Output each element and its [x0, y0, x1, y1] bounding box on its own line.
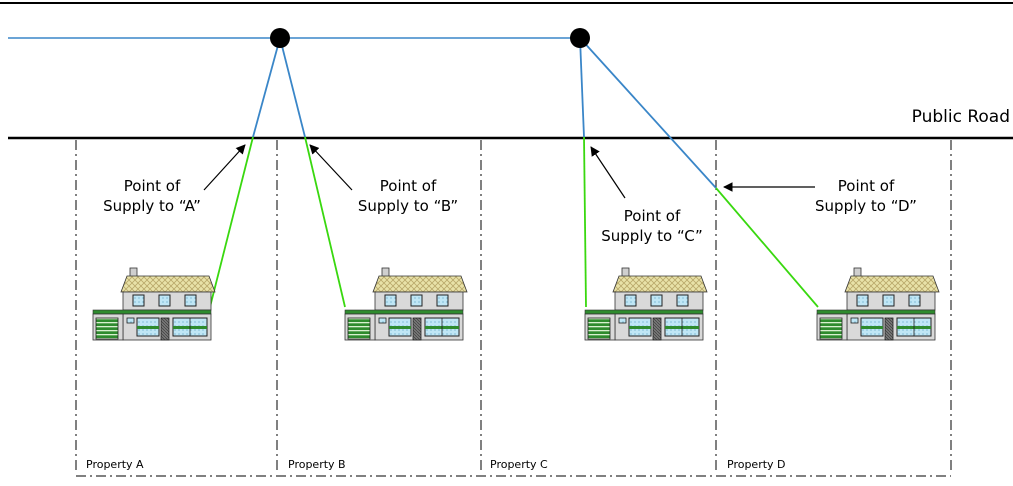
svg-text:Supply to “B”: Supply to “B”	[358, 197, 458, 215]
property-d-label: Property D	[727, 458, 786, 471]
svg-text:Supply to “A”: Supply to “A”	[103, 197, 201, 215]
house-a-icon	[92, 267, 216, 341]
supply-label-d: Point of Supply to “D”	[815, 177, 917, 215]
supply-arrows	[203, 144, 815, 199]
svg-text:Supply to “C”: Supply to “C”	[601, 227, 702, 245]
house-b-icon	[344, 267, 468, 341]
property-c-label: Property C	[490, 458, 548, 471]
svg-text:Point of: Point of	[624, 207, 681, 225]
public-road-label: Public Road	[912, 107, 1010, 127]
svg-text:Point of: Point of	[380, 177, 437, 195]
house-c-icon	[584, 267, 708, 341]
property-b-label: Property B	[288, 458, 346, 471]
supply-label-b: Point of Supply to “B”	[358, 177, 458, 215]
supply-label-c: Point of Supply to “C”	[601, 207, 702, 245]
service-cables	[252, 37, 717, 189]
svg-text:Point of: Point of	[124, 177, 181, 195]
pole-junction-1	[270, 28, 290, 48]
property-a-label: Property A	[86, 458, 144, 471]
property-boundaries	[75, 140, 952, 477]
svg-text:Point of: Point of	[838, 177, 895, 195]
svg-text:Supply to “D”: Supply to “D”	[815, 197, 917, 215]
supply-label-a: Point of Supply to “A”	[103, 177, 201, 215]
pole-junction-2	[570, 28, 590, 48]
house-d-icon	[816, 267, 940, 341]
consumer-cables	[209, 136, 819, 308]
